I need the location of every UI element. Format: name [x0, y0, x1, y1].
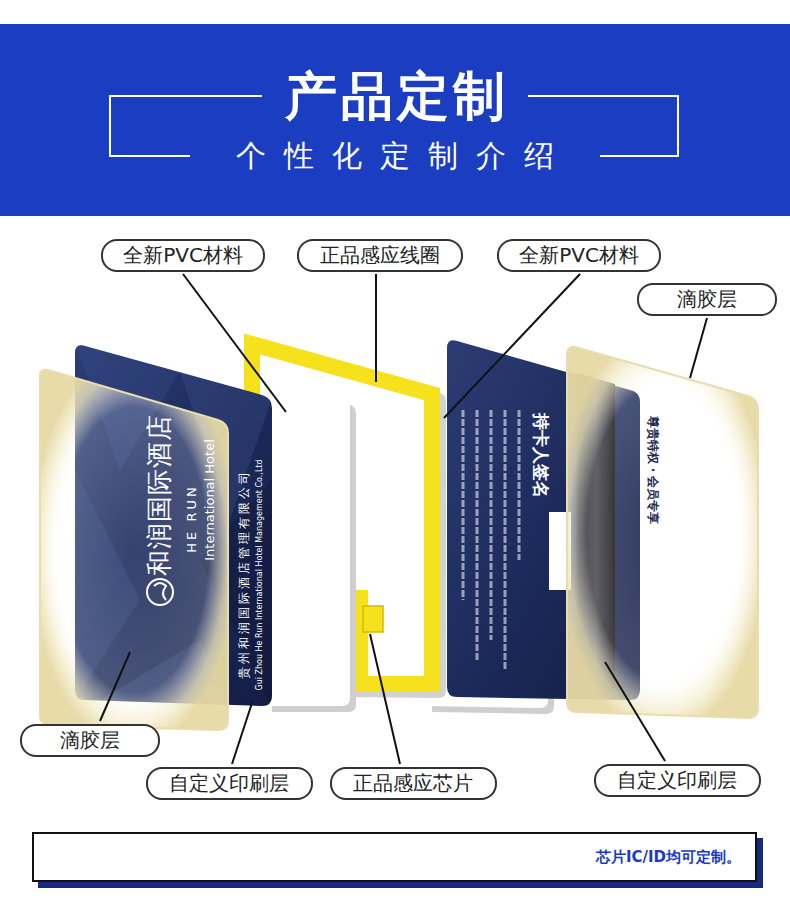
card-rules — [463, 410, 519, 670]
hotel-name-en: International Hotel — [203, 439, 218, 561]
callout-text: 滴胶层 — [677, 286, 737, 313]
callout-label: 自定义印刷层 — [146, 767, 313, 800]
company-name-en: Gui Zhou He Run International Hotel Mana… — [255, 459, 264, 690]
callout-label: 滴胶层 — [20, 724, 160, 757]
hotel-name-en: HE RUN — [185, 484, 200, 555]
callout-text: 正品感应芯片 — [353, 770, 473, 797]
page-title: 产品定制 — [281, 67, 509, 127]
callout-label: 正品感应芯片 — [330, 767, 497, 800]
callout-label: 正品感应线圈 — [297, 239, 463, 272]
callout-label: 全新PVC材料 — [497, 239, 661, 272]
callout-text: 全新PVC材料 — [519, 242, 639, 269]
pvc-sheet — [266, 378, 350, 706]
callout-label: 全新PVC材料 — [101, 239, 265, 272]
callout-text: 全新PVC材料 — [123, 242, 243, 269]
note-text: 芯片IC/ID均可定制。 — [596, 848, 741, 867]
callout-text: 正品感应线圈 — [320, 242, 440, 269]
callout-text: 滴胶层 — [60, 727, 120, 754]
callout-label: 滴胶层 — [637, 283, 777, 316]
subtitle: 个性化定制介绍 — [218, 139, 572, 174]
callout-label: 自定义印刷层 — [594, 764, 761, 797]
card-slogan: 尊贵特权 · 会员专享 — [645, 416, 659, 525]
hotel-name: 和润国际酒店 — [145, 414, 175, 577]
company-name: 贵州和润国际酒店管理有限公司 — [238, 469, 252, 682]
callout-text: 自定义印刷层 — [169, 770, 289, 797]
banner — [0, 24, 790, 216]
note-box: 芯片IC/ID均可定制。 — [32, 832, 757, 882]
glue-layer — [40, 370, 228, 730]
chip — [363, 606, 383, 632]
glue-layer — [567, 347, 758, 718]
signature-label: 持卡人签名 — [530, 413, 550, 498]
callout-text: 自定义印刷层 — [617, 767, 737, 794]
leader-lines — [100, 274, 707, 764]
